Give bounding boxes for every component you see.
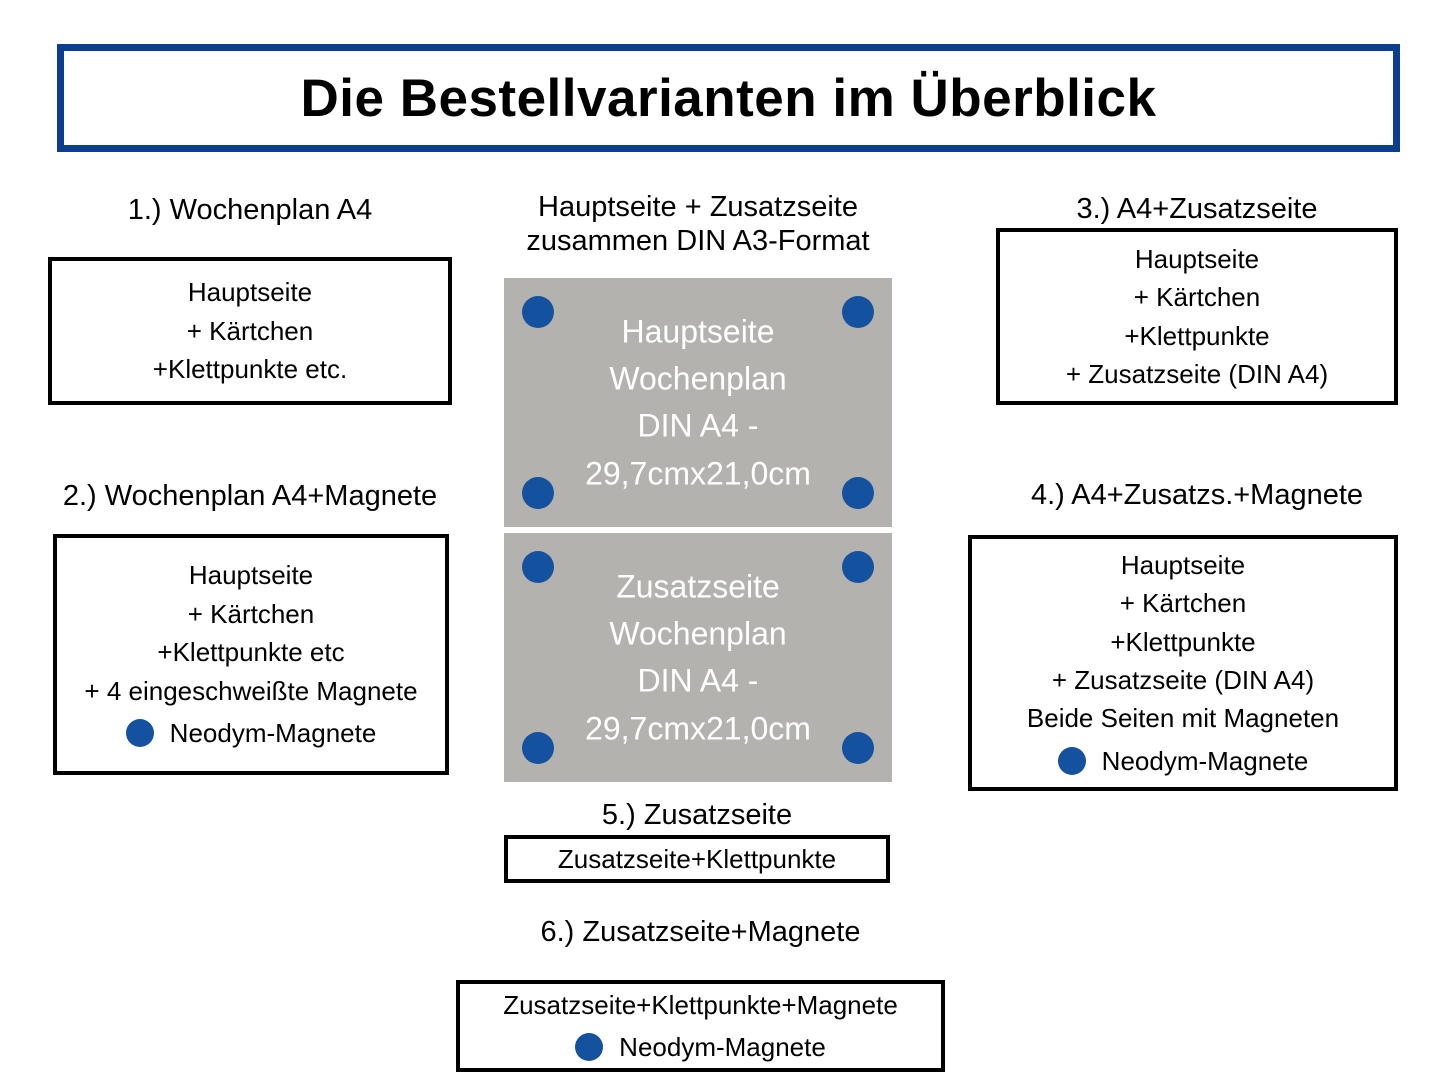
variant-4-line-1: Hauptseite bbox=[1120, 549, 1246, 580]
hauptseite-sheet-line-4: 29,7cmx21,0cm bbox=[585, 454, 811, 491]
center-heading-line-1: Hauptseite + Zusatzseite bbox=[538, 191, 858, 223]
variant-2-line-1: Hauptseite bbox=[188, 560, 314, 591]
hauptseite-sheet: Hauptseite Wochenplan DIN A4 - 29,7cmx21… bbox=[504, 278, 892, 527]
zusatzseite-sheet-line-1: Zusatzseite bbox=[616, 567, 780, 604]
magnet-dot-icon-top-right bbox=[842, 551, 874, 583]
variant-4-card: Hauptseite + Kärtchen +Klettpunkte + Zus… bbox=[968, 535, 1398, 791]
hauptseite-sheet-line-2: Wochenplan bbox=[609, 360, 787, 397]
variant-4-line-4: + Zusatzseite (DIN A4) bbox=[1051, 665, 1315, 695]
zusatzseite-sheet-line-2: Wochenplan bbox=[609, 615, 787, 652]
variant-4-legend-label: Neodym-Magnete bbox=[1101, 745, 1309, 776]
variant-5-card: Zusatzseite+Klettpunkte bbox=[504, 835, 890, 883]
zusatzseite-sheet-line-4: 29,7cmx21,0cm bbox=[585, 709, 811, 746]
hauptseite-sheet-text: Hauptseite Wochenplan DIN A4 - 29,7cmx21… bbox=[504, 308, 892, 497]
variant-2-line-2: + Kärtchen bbox=[187, 598, 315, 629]
center-heading-line-2: zusammen DIN A3-Format bbox=[526, 225, 870, 258]
variant-5-line-1: Zusatzseite+Klettpunkte bbox=[557, 843, 837, 874]
variant-2-caption: 2.) Wochenplan A4+Magnete bbox=[62, 480, 438, 512]
variant-2-card: Hauptseite + Kärtchen +Klettpunkte etc +… bbox=[53, 534, 449, 775]
variant-6-caption: 6.) Zusatzseite+Magnete bbox=[540, 916, 861, 948]
variant-6-legend: Neodym-Magnete bbox=[575, 1028, 826, 1066]
variant-4-line-2: + Kärtchen bbox=[1119, 588, 1247, 619]
variant-6-card: Zusatzseite+Klettpunkte+Magnete Neodym-M… bbox=[456, 980, 945, 1072]
magnet-dot-icon bbox=[1057, 747, 1086, 776]
hauptseite-sheet-line-3: DIN A4 - bbox=[637, 407, 759, 444]
variant-2-legend: Neodym-Magnete bbox=[125, 714, 377, 752]
variant-3-line-1: Hauptseite bbox=[1134, 243, 1260, 274]
variant-4-caption: 4.) A4+Zusatzs.+Magnete bbox=[1030, 479, 1364, 511]
magnet-dot-icon-bottom-left bbox=[522, 477, 554, 509]
hauptseite-sheet-line-1: Hauptseite bbox=[621, 312, 775, 349]
magnet-dot-icon-bottom-right bbox=[842, 477, 874, 509]
magnet-dot-icon-bottom-right bbox=[842, 732, 874, 764]
variant-3-card: Hauptseite + Kärtchen +Klettpunkte + Zus… bbox=[996, 228, 1398, 405]
magnet-dot-icon bbox=[125, 719, 154, 748]
variant-4-line-3: +Klettpunkte bbox=[1110, 626, 1256, 657]
zusatzseite-sheet-line-3: DIN A4 - bbox=[637, 662, 759, 699]
variant-1-caption: 1.) Wochenplan A4 bbox=[127, 194, 373, 226]
magnet-dot-icon-top-left bbox=[522, 551, 554, 583]
variant-1-card: Hauptseite + Kärtchen +Klettpunkte etc. bbox=[48, 257, 452, 405]
magnet-dot-icon-top-left bbox=[522, 296, 554, 328]
center-heading: Hauptseite + Zusatzseite zusammen DIN A3… bbox=[490, 190, 906, 258]
variant-3-caption: 3.) A4+Zusatzseite bbox=[1076, 193, 1318, 225]
variant-2-line-3: +Klettpunkte etc bbox=[157, 637, 345, 668]
zusatzseite-sheet: Zusatzseite Wochenplan DIN A4 - 29,7cmx2… bbox=[504, 533, 892, 782]
variant-2-line-4: + 4 eingeschweißte Magnete bbox=[84, 675, 418, 706]
variant-3-line-2: + Kärtchen bbox=[1133, 282, 1261, 313]
page-title: Die Bestellvarianten im Überblick bbox=[300, 68, 1157, 128]
variant-1-line-2: + Kärtchen bbox=[186, 315, 314, 346]
variant-5-caption: 5.) Zusatzseite bbox=[601, 799, 793, 831]
variant-3-line-4: + Zusatzseite (DIN A4) bbox=[1065, 358, 1329, 389]
magnet-dot-icon bbox=[575, 1033, 604, 1062]
variant-4-line-5: Beide Seiten mit Magneten bbox=[1026, 703, 1340, 734]
title-banner: Die Bestellvarianten im Überblick bbox=[57, 44, 1400, 152]
variant-6-legend-label: Neodym-Magnete bbox=[619, 1032, 826, 1062]
variant-6-line-1: Zusatzseite+Klettpunkte+Magnete bbox=[503, 989, 898, 1020]
variant-4-legend: Neodym-Magnete bbox=[1057, 742, 1309, 780]
variant-3-line-3: +Klettpunkte bbox=[1124, 320, 1270, 351]
variant-1-line-3: +Klettpunkte etc. bbox=[152, 354, 348, 385]
zusatzseite-sheet-text: Zusatzseite Wochenplan DIN A4 - 29,7cmx2… bbox=[504, 563, 892, 752]
variant-2-legend-label: Neodym-Magnete bbox=[169, 718, 377, 749]
magnet-dot-icon-bottom-left bbox=[522, 732, 554, 764]
variant-1-line-1: Hauptseite bbox=[187, 277, 313, 308]
magnet-dot-icon-top-right bbox=[842, 296, 874, 328]
